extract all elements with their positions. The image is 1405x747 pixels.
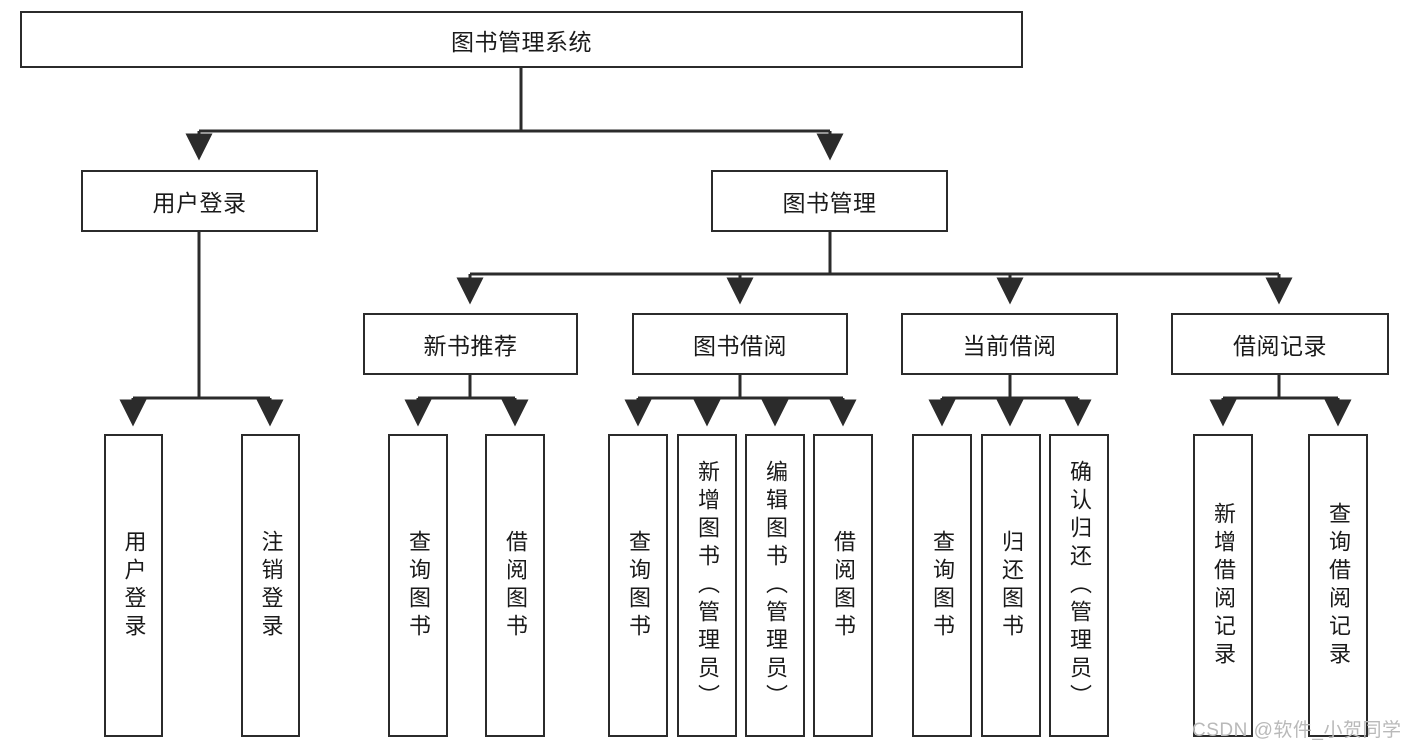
node-leaf-return-book[interactable]: 归还图书 xyxy=(981,434,1041,737)
node-current-borrow[interactable]: 当前借阅 xyxy=(901,313,1118,375)
node-user-login-label: 用户登录 xyxy=(152,190,247,216)
node-leaf-confirm-return-label: 确认归还（管理员） xyxy=(1067,459,1092,712)
node-leaf-user-login-label: 用户登录 xyxy=(121,529,147,642)
node-leaf-logout-label: 注销登录 xyxy=(258,529,284,642)
node-root[interactable]: 图书管理系统 xyxy=(20,11,1023,68)
node-leaf-borrow-book-2-label: 借阅图书 xyxy=(831,529,856,642)
node-current-borrow-label: 当前借阅 xyxy=(962,333,1057,359)
node-leaf-return-book-label: 归还图书 xyxy=(999,529,1024,642)
node-leaf-borrow-book-2[interactable]: 借阅图书 xyxy=(813,434,873,737)
node-leaf-query-book-3[interactable]: 查询图书 xyxy=(912,434,972,737)
node-book-borrow-label: 图书借阅 xyxy=(693,333,787,359)
node-root-label: 图书管理系统 xyxy=(451,28,592,55)
node-leaf-query-book-2[interactable]: 查询图书 xyxy=(608,434,668,737)
node-new-book-rec-label: 新书推荐 xyxy=(423,333,518,359)
node-leaf-confirm-return[interactable]: 确认归还（管理员） xyxy=(1049,434,1109,737)
node-new-book-rec[interactable]: 新书推荐 xyxy=(363,313,578,375)
node-leaf-query-book-1-label: 查询图书 xyxy=(406,529,431,642)
node-book-manage[interactable]: 图书管理 xyxy=(711,170,948,232)
csdn-watermark: CSDN @软件_小贺同学 xyxy=(1192,720,1402,741)
node-leaf-query-record-label: 查询借阅记录 xyxy=(1326,501,1351,670)
node-leaf-edit-book[interactable]: 编辑图书（管理员） xyxy=(745,434,805,737)
node-borrow-record-label: 借阅记录 xyxy=(1233,333,1327,359)
node-leaf-borrow-book-1[interactable]: 借阅图书 xyxy=(485,434,545,737)
node-borrow-record[interactable]: 借阅记录 xyxy=(1171,313,1389,375)
node-leaf-borrow-book-1-label: 借阅图书 xyxy=(503,529,528,642)
node-leaf-query-record[interactable]: 查询借阅记录 xyxy=(1308,434,1368,737)
node-leaf-user-login[interactable]: 用户登录 xyxy=(104,434,163,737)
node-leaf-logout[interactable]: 注销登录 xyxy=(241,434,300,737)
node-leaf-edit-book-label: 编辑图书（管理员） xyxy=(763,459,788,712)
node-leaf-add-record[interactable]: 新增借阅记录 xyxy=(1193,434,1253,737)
node-leaf-query-book-3-label: 查询图书 xyxy=(930,529,955,642)
node-user-login[interactable]: 用户登录 xyxy=(81,170,318,232)
node-leaf-add-book-label: 新增图书（管理员） xyxy=(695,459,720,712)
node-leaf-query-book-2-label: 查询图书 xyxy=(626,529,651,642)
node-leaf-query-book-1[interactable]: 查询图书 xyxy=(388,434,448,737)
node-book-manage-label: 图书管理 xyxy=(782,190,877,216)
node-leaf-add-book[interactable]: 新增图书（管理员） xyxy=(677,434,737,737)
node-leaf-add-record-label: 新增借阅记录 xyxy=(1211,501,1236,670)
node-book-borrow[interactable]: 图书借阅 xyxy=(632,313,848,375)
